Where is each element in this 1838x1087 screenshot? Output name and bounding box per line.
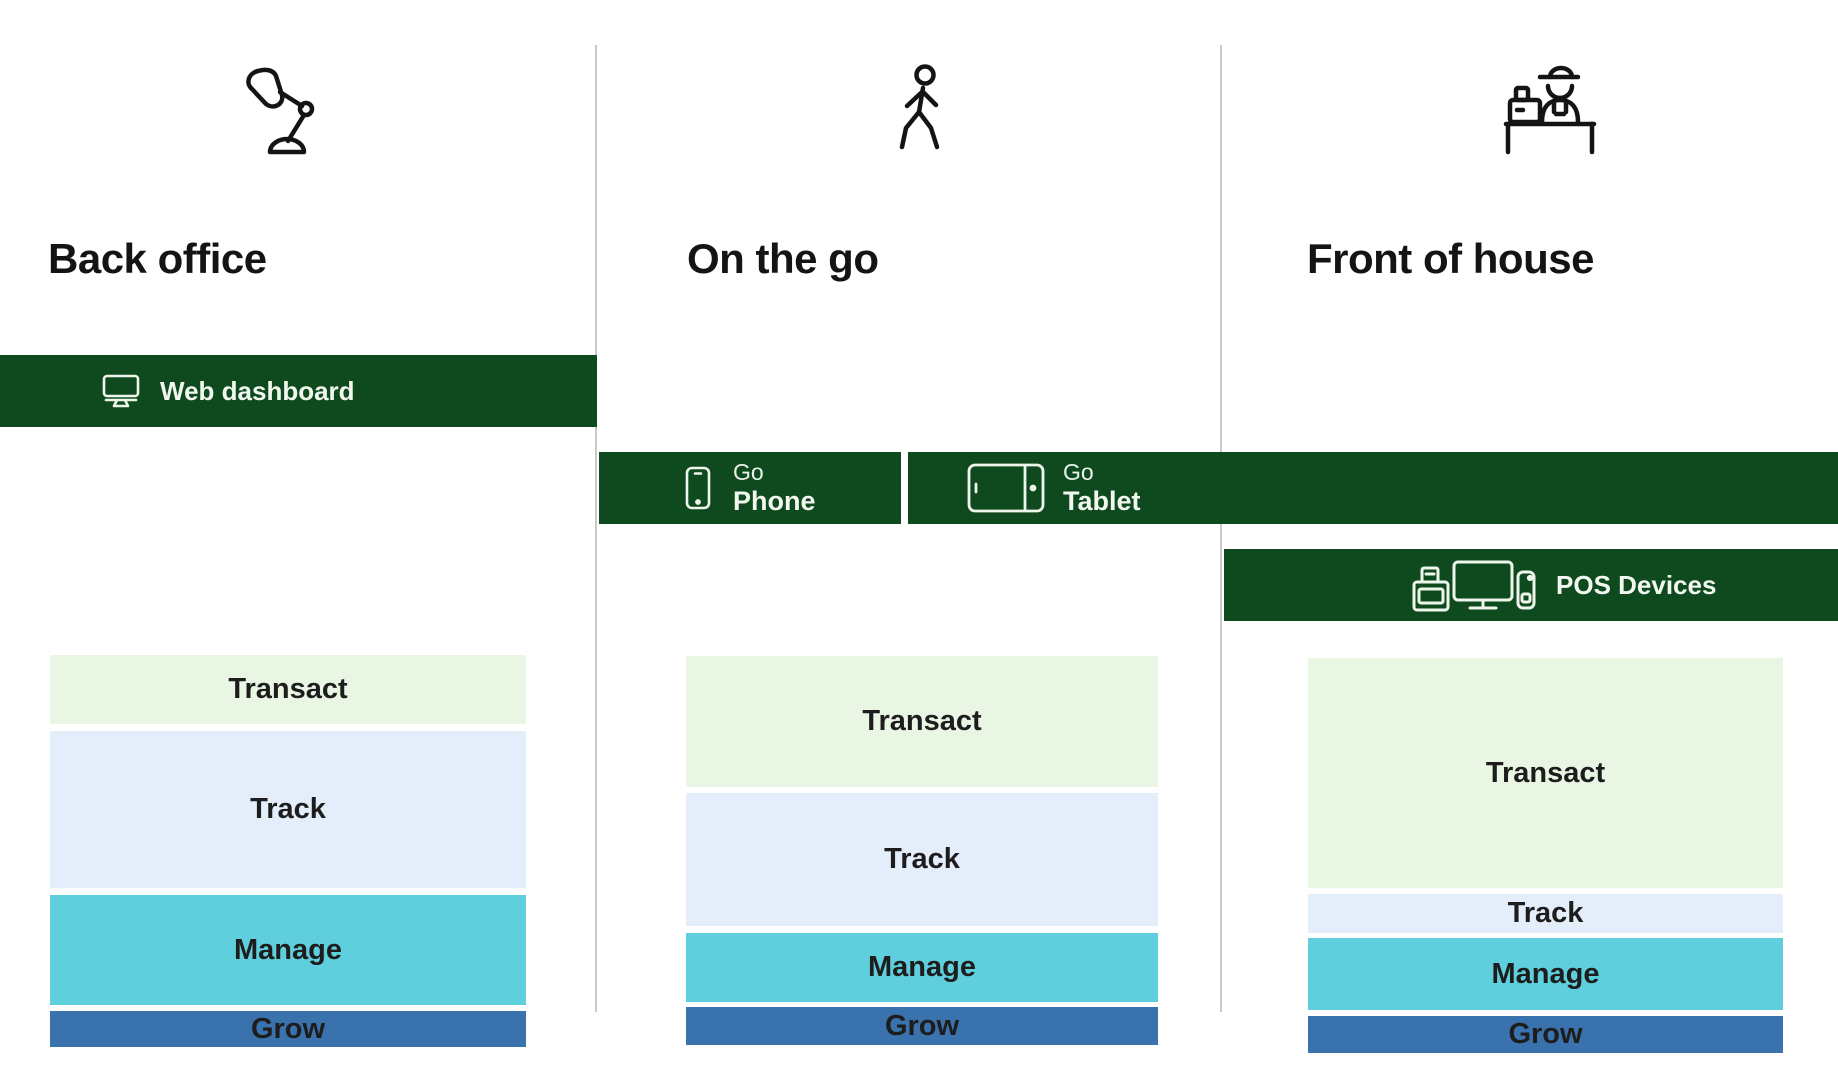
go-tablet-label: Tablet — [1063, 485, 1141, 516]
on-the-go-title: On the go — [687, 235, 879, 282]
layer-grow: Grow — [1308, 1016, 1783, 1053]
walking-person-icon — [889, 64, 953, 158]
web-dashboard-label: Web dashboard — [160, 375, 355, 406]
desk-lamp-icon — [228, 62, 328, 158]
layer-manage: Manage — [1308, 938, 1783, 1010]
go-tablet-prefix: Go — [1063, 459, 1094, 485]
layer-track: Track — [1308, 894, 1783, 933]
column-divider — [595, 45, 597, 1012]
layer-transact: Transact — [1308, 658, 1783, 888]
back-office-title: Back office — [48, 235, 267, 282]
layer-manage: Manage — [50, 895, 526, 1005]
go-phone-bar: Go Phone — [599, 452, 901, 524]
counter-person-icon — [1498, 62, 1602, 156]
layer-track: Track — [686, 793, 1158, 926]
layer-manage: Manage — [686, 933, 1158, 1002]
go-phone-prefix: Go — [733, 459, 764, 485]
tablet-icon — [967, 463, 1045, 513]
pos-devices-label: POS Devices — [1556, 569, 1717, 600]
monitor-icon — [102, 374, 140, 408]
layer-transact: Transact — [686, 656, 1158, 787]
layer-grow: Grow — [686, 1007, 1158, 1045]
phone-icon — [685, 466, 711, 510]
go-phone-label: Phone — [733, 485, 816, 516]
layer-track: Track — [50, 731, 526, 888]
column-divider — [1220, 45, 1222, 1012]
layer-transact: Transact — [50, 655, 526, 724]
layer-grow: Grow — [50, 1011, 526, 1047]
web-dashboard-bar: Web dashboard — [0, 355, 597, 427]
pos-devices-bar: POS Devices — [1224, 549, 1838, 621]
front-of-house-title: Front of house — [1307, 235, 1594, 282]
pos-devices-icon — [1412, 556, 1536, 614]
go-tablet-bar: Go Tablet — [908, 452, 1838, 524]
